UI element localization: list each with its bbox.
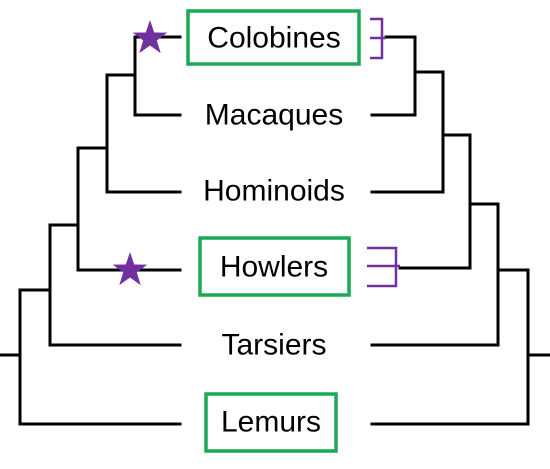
taxon-label-lemurs: Lemurs [221,406,321,439]
taxon-label-howlers: Howlers [220,251,328,284]
left-tree [0,35,182,426]
star-icon [112,252,148,286]
taxon-label-colobines: Colobines [207,22,340,55]
right-tree-branches [370,35,550,426]
bracket-icon [367,246,400,288]
taxon-label-hominoids: Hominoids [203,175,345,208]
bracket-icon [370,17,386,60]
star-icon [132,20,168,54]
taxon-label-macaques: Macaques [205,99,343,132]
taxon-label-tarsiers: Tarsiers [221,329,326,362]
left-tree-branches [0,35,182,426]
howlers-box [198,236,351,297]
colobines-box [186,9,361,66]
lemurs-box [204,392,338,453]
right-tree [370,35,550,426]
